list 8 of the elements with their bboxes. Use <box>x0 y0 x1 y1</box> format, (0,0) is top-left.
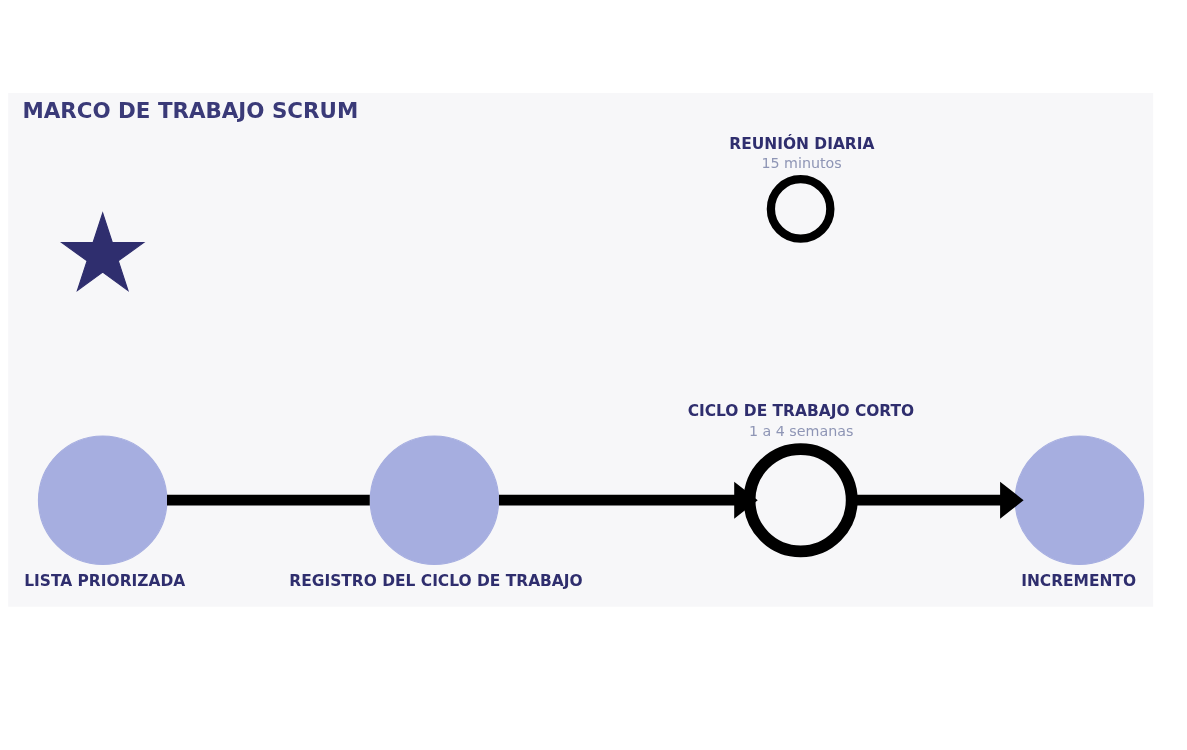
diagram-title: MARCO DE TRABAJO SCRUM <box>22 97 359 123</box>
node-label: INCREMENTO <box>1021 571 1137 590</box>
node-label: CICLO DE TRABAJO CORTO <box>687 401 915 420</box>
node-label: REGISTRO DEL CICLO DE TRABAJO <box>289 571 583 590</box>
node-label: 1 a 4 semanas <box>748 422 854 439</box>
node-label: REUNIÓN DIARIA <box>729 134 875 153</box>
node-label: LISTA PRIORIZADA <box>24 571 186 590</box>
node-label: 15 minutos <box>761 154 842 171</box>
